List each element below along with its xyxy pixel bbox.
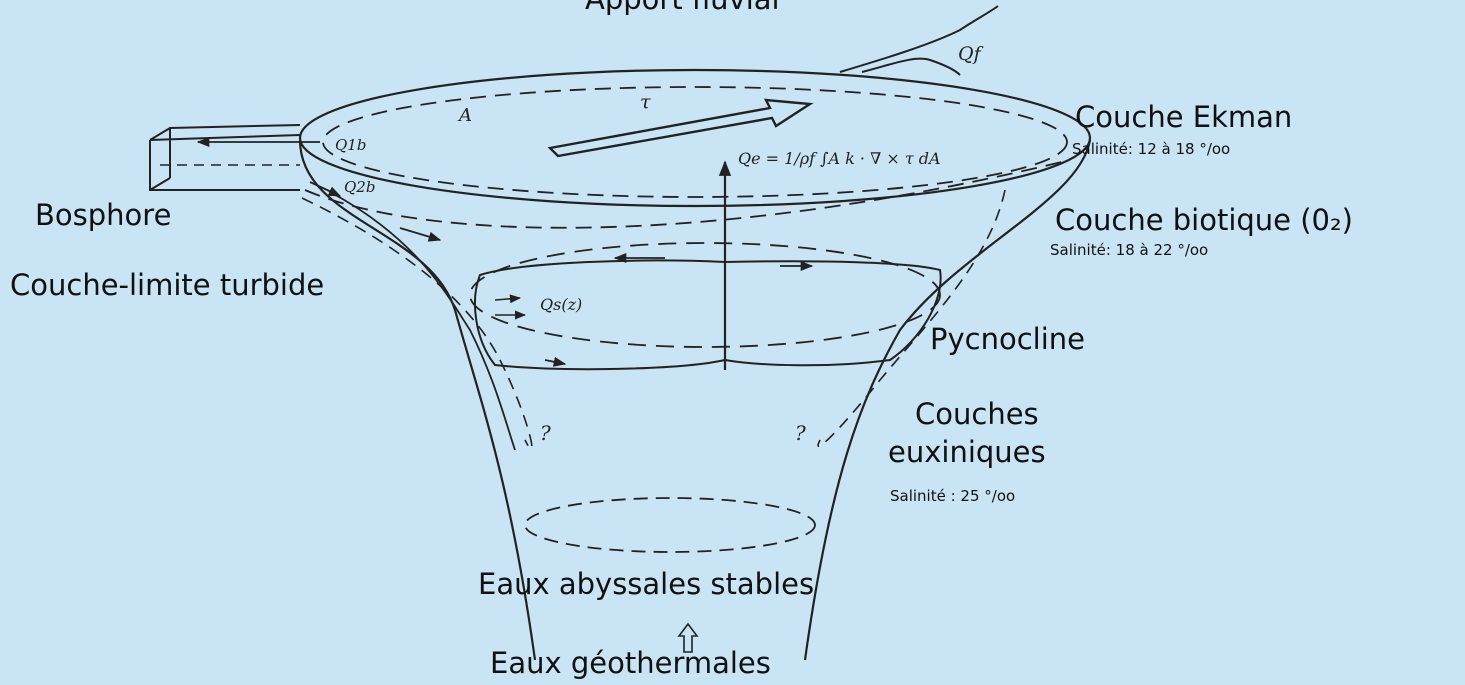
qz-arrow-1: [495, 298, 520, 300]
qf-annotation: Qf: [958, 43, 984, 65]
qe-formula: Qe = 1/ρf ∫A k · ∇ × τ dA: [738, 149, 941, 168]
label-couche-ekman: Couche Ekman: [1075, 100, 1292, 134]
label-apport-fluvial: Apport fluvial: [585, 0, 780, 16]
label-salinite-ekman: Salinité: 12 à 18 °/oo: [1072, 140, 1230, 158]
label-couches: Couches: [915, 397, 1039, 431]
qz-annotation: Qs(z): [540, 295, 582, 314]
label-couche-biotique: Couche biotique (0₂): [1055, 203, 1353, 237]
q2b-annotation: Q2b: [344, 178, 375, 196]
q1b-annotation: Q1b: [335, 136, 366, 154]
bosphorus-channel: [150, 125, 300, 190]
abyssal-dashed-ellipse: [525, 498, 815, 552]
wind-stress-arrow: [550, 100, 810, 156]
label-eaux-abyssales: Eaux abyssales stables: [478, 567, 814, 601]
label-bosphore: Bosphore: [35, 198, 171, 232]
cell-arrow-bottom: [545, 360, 565, 364]
ekman-dashed-ellipse: [323, 87, 1067, 197]
question-right: ?: [795, 421, 806, 445]
surface-ellipse: [300, 70, 1090, 206]
biotic-dashed-curve: [305, 160, 1070, 228]
circulation-cell-right: [725, 261, 941, 365]
area-annotation: A: [457, 105, 472, 126]
question-left: ?: [540, 421, 551, 445]
label-eaux-geothermales: Eaux géothermales: [490, 646, 771, 680]
label-salinite-biotique: Salinité: 18 à 22 °/oo: [1050, 241, 1208, 259]
dashed-left-inner: [302, 198, 532, 449]
label-couche-limite: Couche-limite turbide: [10, 268, 324, 302]
bosphorus-arrow-left: [400, 228, 440, 240]
label-euxiniques: euxiniques: [888, 435, 1046, 469]
inner-left-wall: [330, 192, 515, 450]
tau-annotation: τ: [640, 91, 651, 113]
label-pycnocline: Pycnocline: [930, 322, 1085, 356]
label-salinite-euxinique: Salinité : 25 °/oo: [890, 487, 1015, 505]
